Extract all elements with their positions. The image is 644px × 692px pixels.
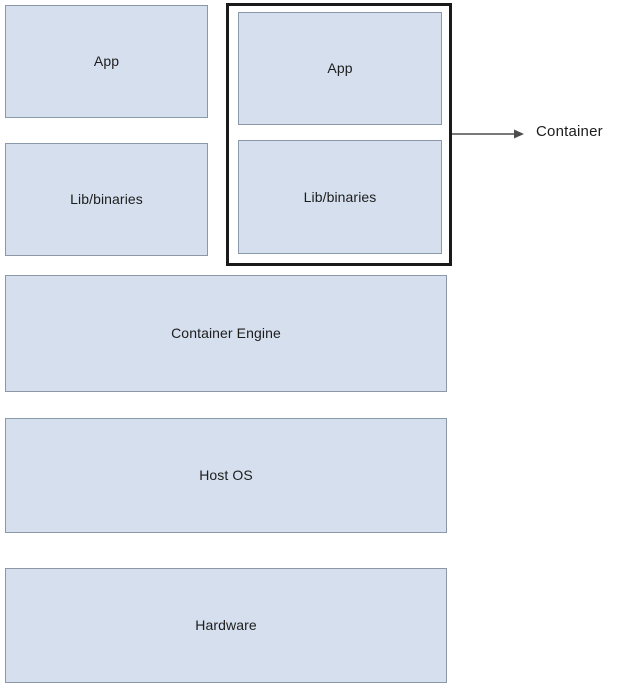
host-os-box: Host OS [5, 418, 447, 533]
hardware-box: Hardware [5, 568, 447, 683]
lib-binaries-box-left: Lib/binaries [5, 143, 208, 256]
app-box-container: App [238, 12, 442, 125]
container-callout-arrow-icon [452, 129, 524, 139]
container-engine-box: Container Engine [5, 275, 447, 392]
app-box-left: App [5, 5, 208, 118]
lib-binaries-box-container: Lib/binaries [238, 140, 442, 254]
container-callout-label: Container [536, 123, 603, 140]
